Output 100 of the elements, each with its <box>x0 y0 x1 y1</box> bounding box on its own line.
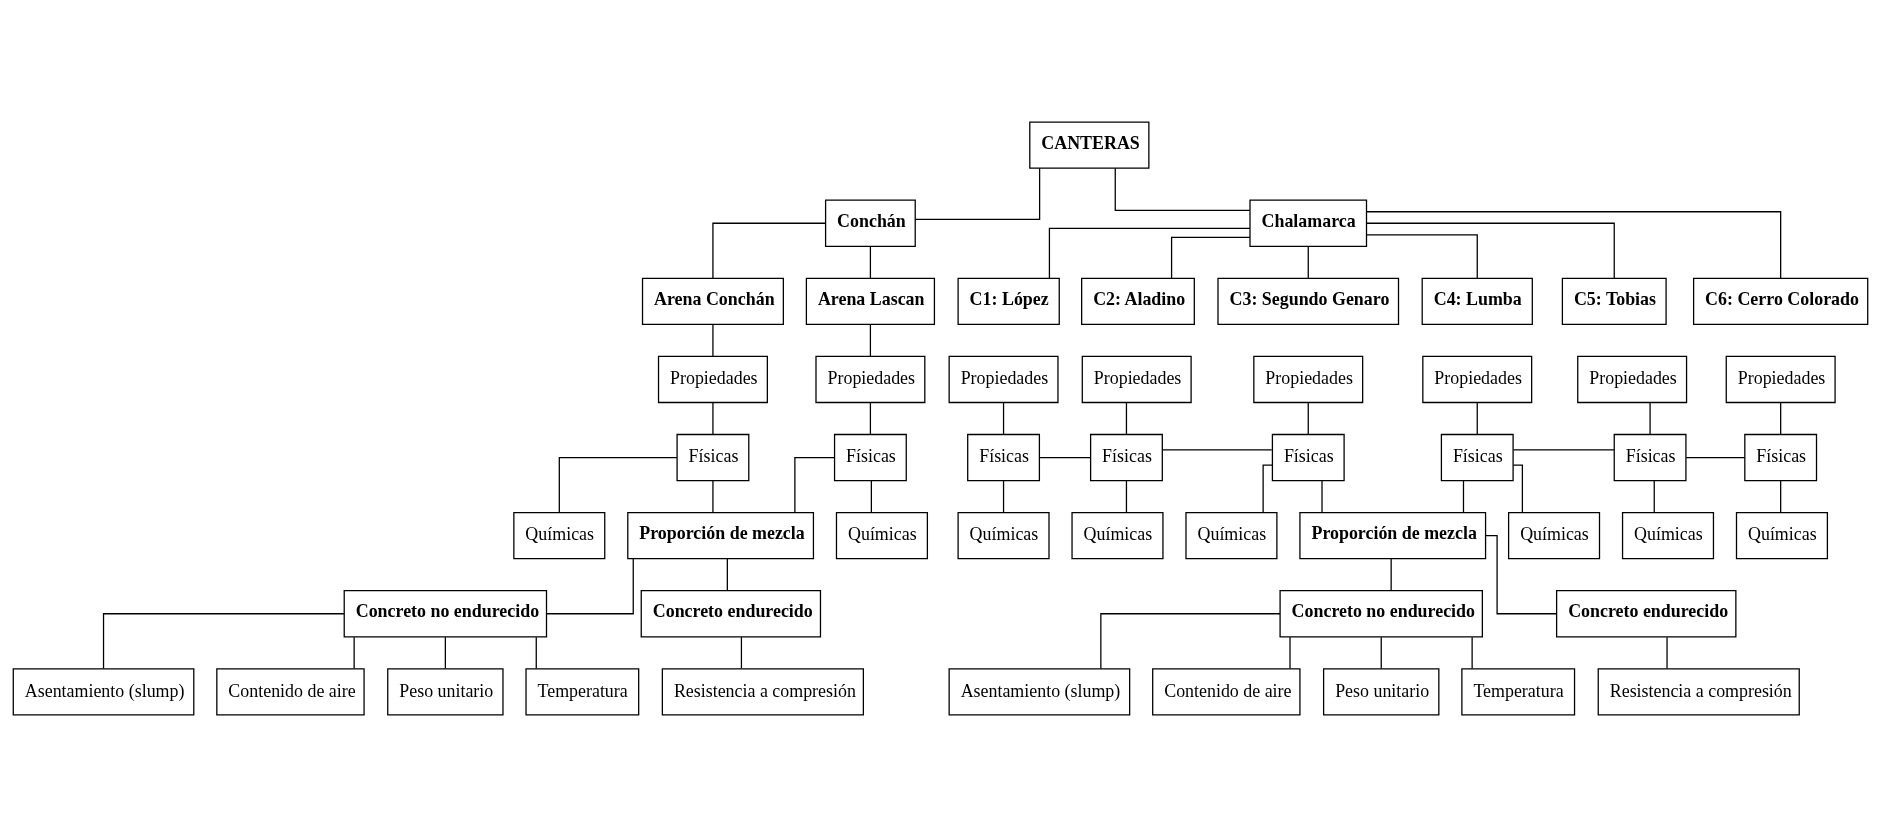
node-box: Asentamiento (slump) <box>948 667 1131 715</box>
node-box: Físicas <box>676 433 750 481</box>
connector <box>712 401 714 435</box>
node-box: Contenido de aire <box>216 667 365 715</box>
node-box: Temperatura <box>525 667 640 715</box>
connector <box>1366 210 1782 279</box>
node-box: Físicas <box>1440 433 1514 481</box>
node-box: Físicas <box>967 433 1041 481</box>
node-box: Proporción de mezcla <box>627 511 815 559</box>
node-box: Peso unitario <box>387 667 504 715</box>
connector <box>444 636 446 669</box>
connector <box>1366 233 1478 279</box>
connector <box>914 167 1041 220</box>
connector <box>1471 636 1473 669</box>
connector <box>353 636 355 669</box>
node-box: Concreto endurecido <box>640 589 822 637</box>
connector <box>1653 479 1655 513</box>
node-box: Químicas <box>1185 511 1278 559</box>
node-box: Químicas <box>1507 511 1601 559</box>
connector <box>1125 401 1128 435</box>
connector <box>1002 479 1005 513</box>
connector <box>726 557 728 591</box>
node-box: Propiedades <box>1577 355 1688 403</box>
node-box: Contenido de aire <box>1152 667 1301 715</box>
node-box: Químicas <box>957 511 1050 559</box>
node-box: Físicas <box>1613 433 1687 481</box>
node-box: Propiedades <box>948 355 1059 403</box>
connector <box>869 401 872 435</box>
connector <box>1685 456 1746 458</box>
node-box: Químicas <box>1621 511 1715 559</box>
node-box: C5: Tobias <box>1561 277 1667 325</box>
connector <box>535 636 537 669</box>
node-box: Asentamiento (slump) <box>12 667 195 715</box>
connector <box>1307 401 1309 435</box>
connector <box>1780 401 1782 435</box>
connector <box>1125 479 1128 513</box>
connector <box>1780 479 1782 513</box>
connector <box>1390 557 1392 591</box>
connector <box>1262 464 1273 513</box>
node-box: Resistencia a compresión <box>661 667 864 715</box>
connector <box>794 456 836 513</box>
connector <box>1512 448 1615 450</box>
node-box: C3: Segundo Genaro <box>1217 277 1400 325</box>
connector <box>712 323 714 357</box>
node-box: Concreto no endurecido <box>343 589 548 637</box>
connector <box>1307 245 1309 279</box>
node-box: Físicas <box>1089 433 1163 481</box>
node-box: Propiedades <box>657 355 768 403</box>
node-box: C6: Cerro Colorado <box>1692 277 1869 325</box>
node-box: C2: Aladino <box>1081 277 1195 325</box>
node-box: Temperatura <box>1461 667 1576 715</box>
connector <box>1380 636 1382 669</box>
connector <box>546 557 634 614</box>
connector <box>1485 534 1558 614</box>
node-box: Resistencia a compresión <box>1597 667 1800 715</box>
connector <box>1365 222 1615 279</box>
connector <box>1170 236 1251 279</box>
node-box: Propiedades <box>1253 355 1364 403</box>
node-box: Proporción de mezcla <box>1299 511 1487 559</box>
node-box: Conchán <box>824 199 916 247</box>
connector <box>1666 636 1668 669</box>
node-box: Concreto endurecido <box>1555 589 1737 637</box>
node-box: Físicas <box>833 433 907 481</box>
node-box: Físicas <box>1744 433 1818 481</box>
connector <box>558 456 678 513</box>
node-box: Arena Lascan <box>805 277 936 325</box>
connector <box>1161 448 1273 450</box>
connector <box>1002 401 1005 435</box>
node-box: Químicas <box>513 511 606 559</box>
connector <box>1100 612 1281 669</box>
node-box: Propiedades <box>1725 355 1836 403</box>
connector <box>712 222 826 279</box>
node-box: C1: López <box>957 277 1060 325</box>
node-box: C4: Lumba <box>1421 277 1533 325</box>
connector <box>1476 401 1478 435</box>
node-box: Propiedades <box>815 355 926 403</box>
connector <box>1289 636 1291 669</box>
connector <box>1321 479 1323 513</box>
node-box: CANTERAS <box>1029 121 1150 169</box>
node-box: Chalamarca <box>1249 199 1368 247</box>
node-box: Peso unitario <box>1322 667 1440 715</box>
connector <box>1038 456 1091 458</box>
connector <box>870 479 872 513</box>
node-box: Arena Conchán <box>641 277 784 325</box>
connector <box>1048 227 1251 279</box>
node-box: Físicas <box>1271 433 1345 481</box>
connector <box>712 479 714 513</box>
node-box: Propiedades <box>1081 355 1192 403</box>
node-box: Concreto no endurecido <box>1279 589 1483 637</box>
node-box: Propiedades <box>1422 355 1533 403</box>
connector <box>740 636 743 669</box>
node-box: Químicas <box>835 511 928 559</box>
connector <box>869 245 872 279</box>
node-box: Químicas <box>1071 511 1164 559</box>
connector <box>102 612 345 669</box>
connector <box>1114 167 1251 211</box>
connector <box>869 323 872 357</box>
connector <box>1462 479 1465 513</box>
connector <box>1649 401 1651 435</box>
connector <box>1512 464 1524 513</box>
